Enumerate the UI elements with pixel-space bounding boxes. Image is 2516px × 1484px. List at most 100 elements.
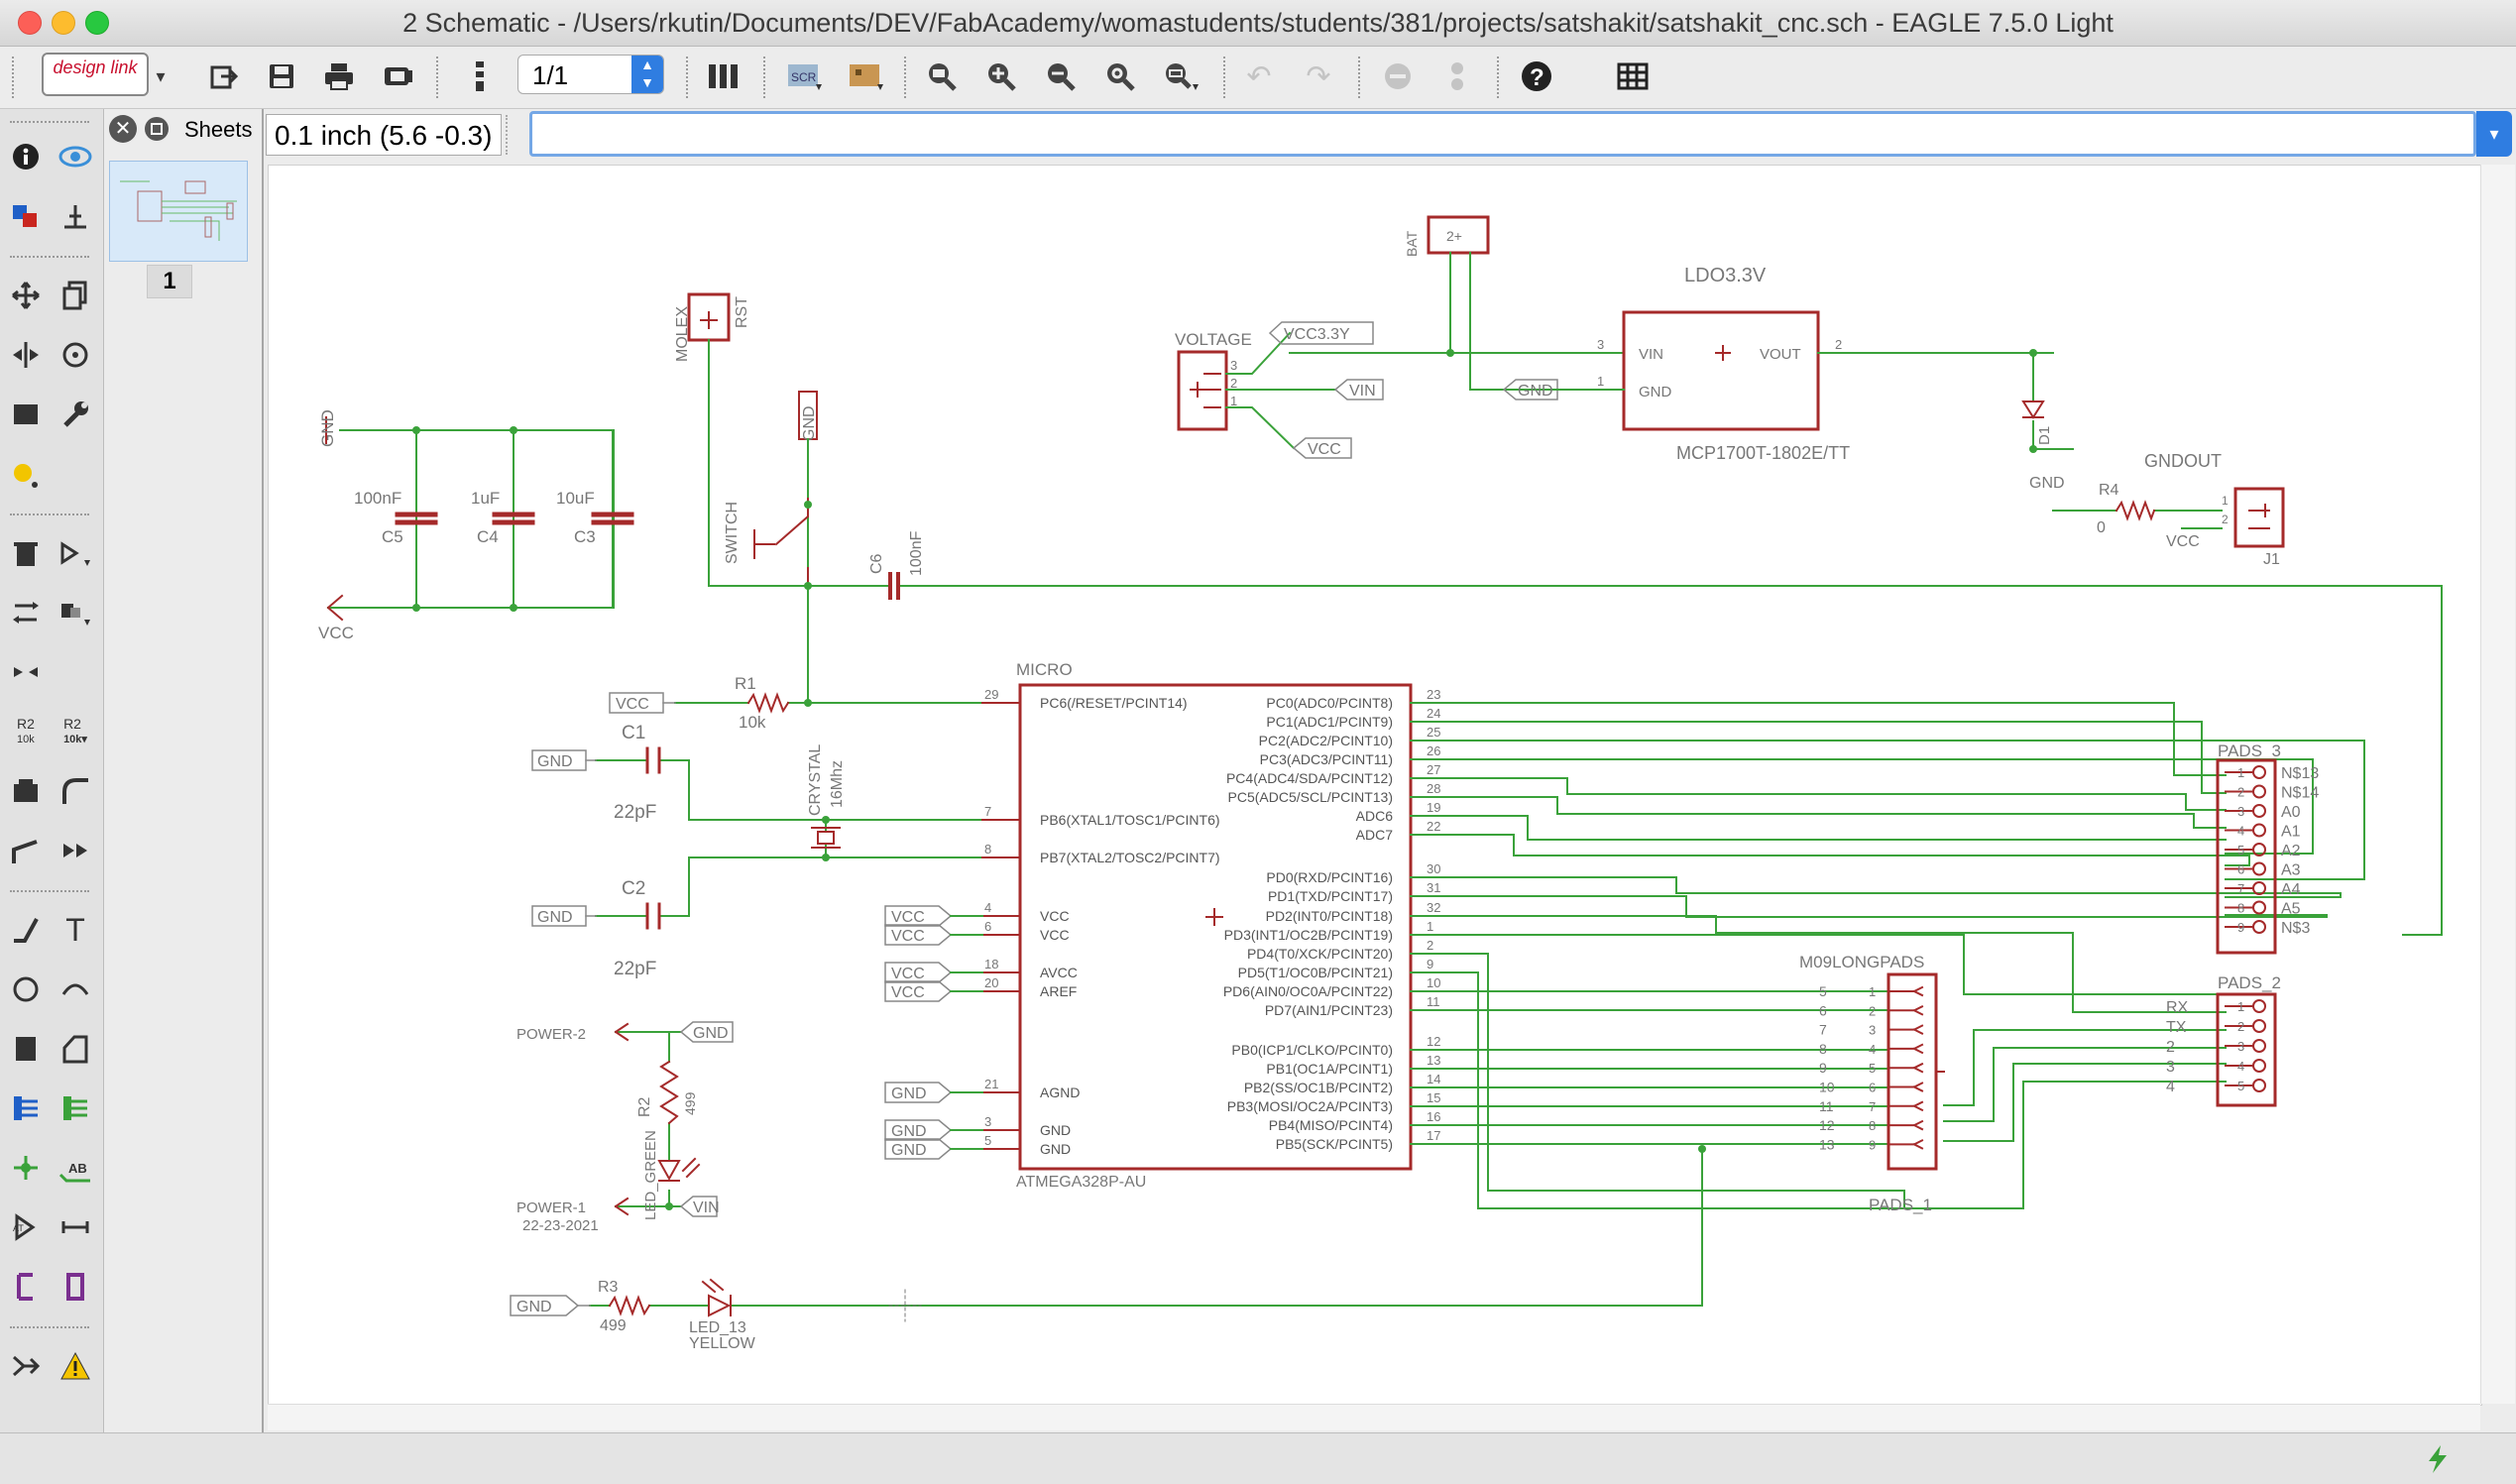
redo-icon[interactable]: ↷ bbox=[1306, 59, 1331, 93]
r1-pullup[interactable]: VCC R1 10k bbox=[609, 585, 1021, 732]
zoom-out-icon[interactable] bbox=[1041, 57, 1081, 96]
flash-icon[interactable] bbox=[2423, 1443, 2453, 1475]
reset-circuit[interactable]: MOLEX RST GND SWITCH C6 100nF bbox=[674, 292, 2443, 936]
zoom-in-icon[interactable] bbox=[981, 57, 1021, 96]
erc-icon[interactable] bbox=[6, 1346, 46, 1386]
info-icon[interactable] bbox=[6, 137, 46, 176]
undo-icon[interactable]: ↶ bbox=[1246, 59, 1272, 93]
horizontal-scrollbar[interactable] bbox=[268, 1404, 2480, 1430]
layer-settings-icon[interactable] bbox=[702, 57, 745, 96]
zoom-fit-icon[interactable] bbox=[922, 57, 962, 96]
circle-icon[interactable] bbox=[6, 970, 46, 1009]
mirror-icon[interactable] bbox=[6, 335, 46, 375]
rotate-icon[interactable] bbox=[56, 335, 95, 375]
led13-circuit[interactable]: GND R3 499 LED_13 YELLOW bbox=[510, 1145, 1706, 1352]
open-icon[interactable] bbox=[204, 57, 244, 96]
miter-icon[interactable] bbox=[56, 771, 95, 811]
command-history-dropdown[interactable]: ▾ bbox=[2476, 111, 2512, 157]
cam-icon[interactable] bbox=[379, 57, 418, 96]
copy-icon[interactable] bbox=[56, 276, 95, 315]
sheets-title: Sheets bbox=[184, 117, 253, 142]
zoom-select-icon[interactable] bbox=[1160, 57, 1203, 96]
print-icon[interactable] bbox=[319, 57, 359, 96]
mcu-part: ATMEGA328P-AU bbox=[1016, 1174, 1146, 1191]
smash-icon[interactable] bbox=[6, 771, 46, 811]
replace-icon[interactable] bbox=[56, 593, 95, 632]
board-switch-icon[interactable] bbox=[460, 57, 500, 96]
net-icon[interactable] bbox=[56, 1088, 95, 1128]
minimize-window-button[interactable] bbox=[52, 11, 75, 35]
c4-value: 1uF bbox=[471, 489, 500, 508]
zoom-redraw-icon[interactable] bbox=[1100, 57, 1140, 96]
split-icon[interactable] bbox=[6, 831, 46, 870]
stop-icon[interactable] bbox=[1378, 57, 1418, 96]
sheet-number[interactable]: 1 bbox=[147, 265, 192, 298]
polygon-icon[interactable] bbox=[56, 1029, 95, 1069]
voltage-vcc-label: VCC bbox=[1308, 441, 1341, 458]
text-icon[interactable]: T bbox=[65, 911, 85, 948]
c2-name: C2 bbox=[622, 878, 645, 899]
gateswap-icon[interactable] bbox=[6, 652, 46, 692]
svg-text:AB: AB bbox=[68, 1161, 87, 1176]
schematic-drawing[interactable]: GND VCC 100nF C5 1uF C4 10uF C3 MOLEX RS… bbox=[269, 166, 2481, 1405]
close-panel-icon[interactable]: ✕ bbox=[109, 115, 137, 143]
save-icon[interactable] bbox=[262, 57, 301, 96]
zoom-window-button[interactable] bbox=[85, 11, 109, 35]
decoupling-caps[interactable]: GND VCC 100nF C5 1uF C4 10uF C3 bbox=[318, 409, 634, 642]
schematic-canvas[interactable]: GND VCC 100nF C5 1uF C4 10uF C3 MOLEX RS… bbox=[268, 165, 2482, 1406]
ulp-icon[interactable] bbox=[845, 57, 888, 96]
invoke-icon[interactable] bbox=[56, 831, 95, 870]
mcu-atmega328p[interactable]: MICRO ATMEGA328P-AU 29PC6(/RESET/PCINT14… bbox=[884, 660, 1449, 1191]
pinswap-icon[interactable] bbox=[6, 593, 46, 632]
dimension-icon[interactable] bbox=[56, 1207, 95, 1247]
bus-icon[interactable] bbox=[6, 1088, 46, 1128]
m09-pad-number: 2 bbox=[1869, 1003, 1876, 1018]
ldo-vin-pin: VIN bbox=[1639, 346, 1663, 363]
mcu-pin-name: GND bbox=[1040, 1141, 1071, 1157]
sheet-thumbnail[interactable] bbox=[109, 161, 248, 262]
vertical-scrollbar[interactable] bbox=[2480, 165, 2515, 1404]
mcu-signal-nets[interactable] bbox=[1410, 702, 2365, 1209]
power-led-circuit[interactable]: POWER-2 GND R2 499 LED_GREEN VIN POWER-1… bbox=[516, 1021, 734, 1234]
eye-icon[interactable] bbox=[56, 137, 95, 176]
command-input[interactable] bbox=[529, 111, 2476, 157]
warning-icon[interactable] bbox=[56, 1346, 95, 1386]
module-icon[interactable] bbox=[56, 1267, 95, 1307]
rectangle-icon[interactable] bbox=[6, 1029, 46, 1069]
voltage-regulator[interactable]: 2+ BAT VOLTAGE 3 2 1 VCC3.3Y VIN VCC VIN… bbox=[1175, 215, 2074, 463]
grid-icon[interactable] bbox=[1614, 57, 1654, 96]
junction-icon[interactable] bbox=[6, 1148, 46, 1188]
crystal-circuit[interactable]: GND GND C1 22pF C2 22pF CRYSTAL 16Mhz bbox=[531, 723, 1021, 979]
move-icon[interactable] bbox=[6, 276, 46, 315]
designlink-button[interactable]: design link bbox=[42, 53, 149, 96]
pads2-pin-number: 3 bbox=[2237, 1039, 2244, 1054]
script-icon[interactable]: SCR bbox=[783, 57, 827, 96]
arc-icon[interactable] bbox=[56, 970, 95, 1009]
frame-icon[interactable] bbox=[6, 1267, 46, 1307]
add-part-icon[interactable] bbox=[56, 533, 95, 573]
trash-icon[interactable] bbox=[6, 533, 46, 573]
mcu-pin-number: 11 bbox=[1427, 994, 1440, 1009]
sheet-selector[interactable]: 1/1 ▲▼ bbox=[517, 55, 664, 94]
attribute-icon[interactable]: AT bbox=[6, 1207, 46, 1247]
j1-pin2: 2 bbox=[2222, 513, 2229, 526]
wrench-icon[interactable] bbox=[56, 395, 95, 434]
help-icon[interactable]: ? bbox=[1517, 57, 1556, 96]
gndout-connector[interactable]: GNDOUT GND R4 0 VCC J1 1 2 bbox=[2029, 451, 2285, 568]
sheet-stepper[interactable]: ▲▼ bbox=[631, 56, 663, 93]
mark-icon[interactable] bbox=[56, 196, 95, 236]
change-icon[interactable] bbox=[6, 454, 46, 494]
close-window-button[interactable] bbox=[18, 11, 42, 35]
label-icon[interactable]: AB bbox=[56, 1148, 95, 1188]
display-layers-icon[interactable] bbox=[6, 196, 46, 236]
designlink-dropdown-icon[interactable]: ▾ bbox=[156, 65, 166, 86]
group-icon[interactable] bbox=[6, 395, 46, 434]
float-panel-icon[interactable] bbox=[145, 117, 169, 141]
wire-icon[interactable] bbox=[6, 910, 46, 950]
go-icon[interactable] bbox=[1437, 57, 1477, 96]
